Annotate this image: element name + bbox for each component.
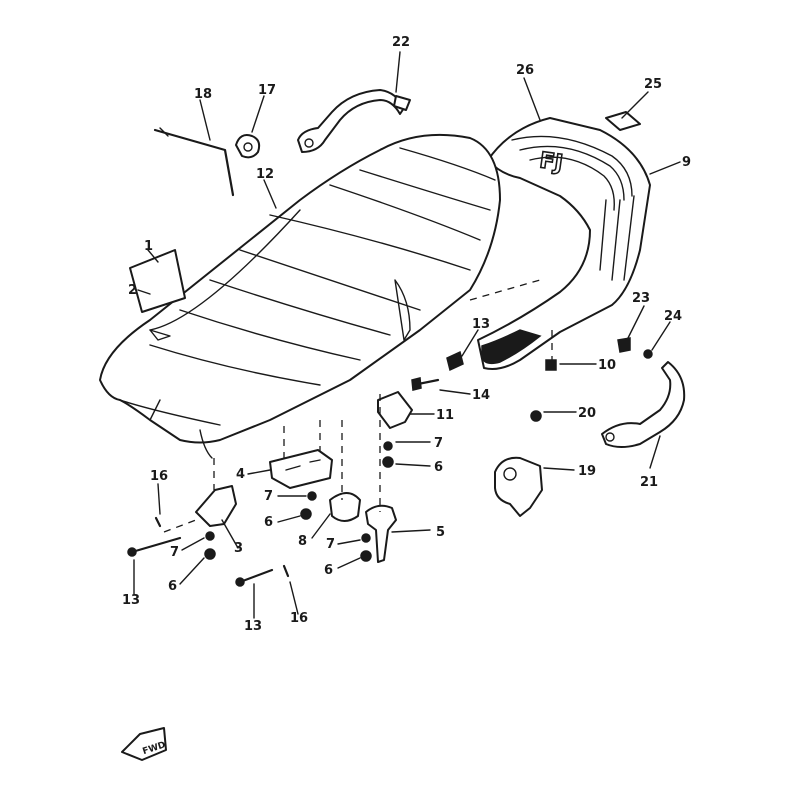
callout-17: 17 [258, 83, 276, 98]
callout-11: 11 [436, 408, 454, 423]
callout-19: 19 [578, 464, 596, 479]
callout-10: 10 [598, 358, 616, 373]
front-direction-arrow-icon: FWD [121, 727, 167, 761]
callout-22: 22 [392, 35, 410, 50]
leader-lines [133, 51, 681, 619]
callout-13-left: 13 [122, 593, 140, 608]
callout-18: 18 [194, 87, 212, 102]
callout-7-lower: 7 [326, 537, 335, 552]
callout-13-upper: 13 [472, 317, 490, 332]
callout-16-center: 16 [290, 611, 308, 626]
callout-25: 25 [644, 77, 662, 92]
callout-6-left: 6 [168, 579, 177, 594]
callout-6-center: 6 [264, 515, 273, 530]
callout-13-center: 13 [244, 619, 262, 634]
callout-7-left: 7 [170, 545, 179, 560]
callout-14: 14 [472, 388, 490, 403]
callout-26: 26 [516, 63, 534, 78]
callout-3: 3 [234, 541, 243, 556]
damper-8 [329, 492, 361, 522]
seat-hook [365, 504, 397, 563]
callout-9: 9 [682, 155, 691, 170]
seat-lock [494, 456, 543, 517]
grab-bar-lower [601, 361, 686, 448]
screw-14 [411, 377, 440, 391]
callout-6-lower: 6 [324, 563, 333, 578]
cowl-emblem-text: FJ [538, 148, 564, 176]
callout-1: 1 [144, 239, 153, 254]
callout-24: 24 [664, 309, 682, 324]
seat [99, 133, 501, 459]
callout-numbers: 18 17 22 26 25 9 12 1 2 13 23 24 10 14 1… [122, 35, 691, 634]
seat-label-sticker [129, 249, 186, 313]
bracket-11 [377, 391, 413, 429]
callout-5: 5 [436, 525, 445, 540]
small-fasteners [127, 337, 653, 587]
hinge-bracket [269, 449, 333, 489]
callout-16-left: 16 [150, 469, 168, 484]
callout-2: 2 [128, 283, 137, 298]
callout-12: 12 [256, 167, 274, 182]
callout-6-right: 6 [434, 460, 443, 475]
bolt-upper [446, 350, 464, 372]
callout-8: 8 [298, 534, 307, 549]
seat-lock-rod [153, 127, 235, 197]
assembly-lines [163, 279, 553, 533]
lock-clip [235, 134, 261, 159]
callout-23: 23 [632, 291, 650, 306]
tail-cowl: FJ [477, 117, 651, 370]
grab-bar-upper [297, 89, 411, 153]
callout-4: 4 [236, 467, 245, 482]
emblem-plate [605, 111, 641, 131]
latch-plate [195, 485, 237, 527]
callout-7-right: 7 [434, 436, 443, 451]
callout-21: 21 [640, 475, 658, 490]
callout-20: 20 [578, 406, 596, 421]
callout-7-center: 7 [264, 489, 273, 504]
